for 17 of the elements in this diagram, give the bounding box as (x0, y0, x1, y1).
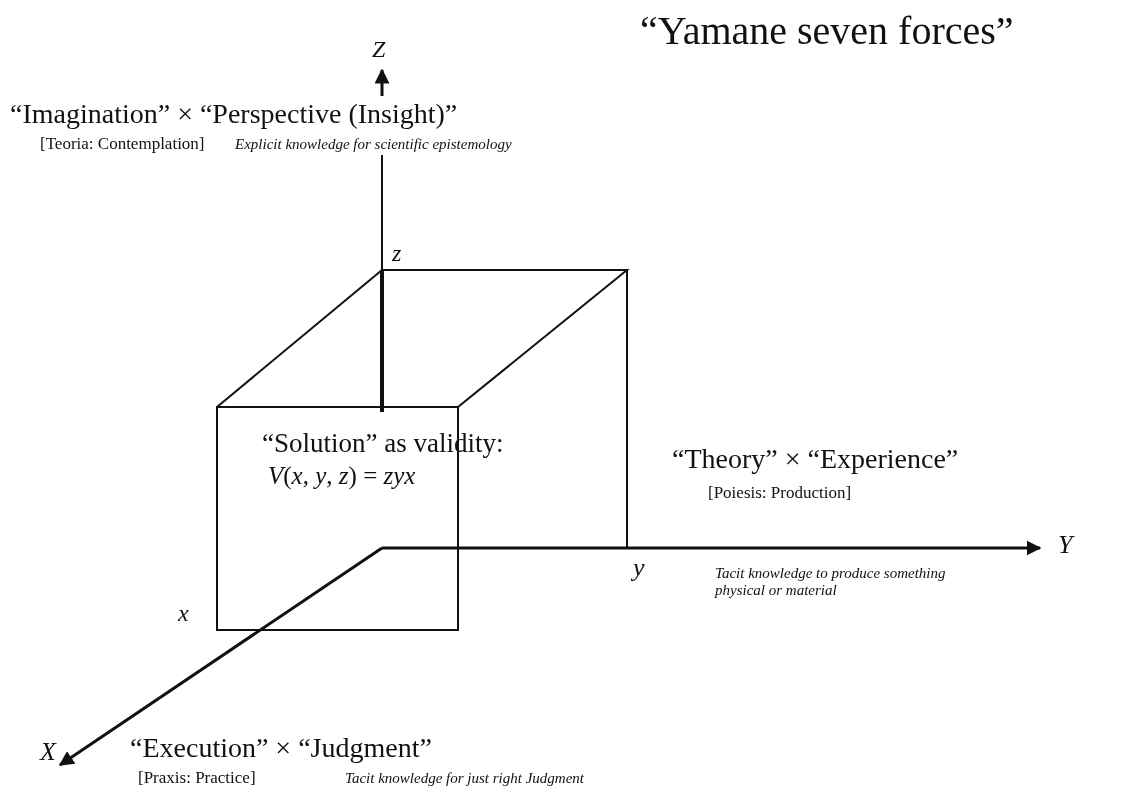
corner-label: y (633, 553, 645, 583)
axis-heading: “Theory” × “Experience” (672, 443, 959, 476)
axis-note: Tacit knowledge for just right Judgment (345, 770, 585, 788)
axis-name: Z (372, 36, 386, 64)
diagram-title: “Yamane seven forces” (640, 8, 1014, 54)
formula: V(x, y, z) = zyx (268, 462, 416, 491)
axis-heading: “Imagination” × “Perspective (Insight)” (10, 98, 458, 131)
axis-heading: “Execution” × “Judgment” (130, 732, 432, 765)
corner-label: z (392, 240, 402, 268)
axis-note: Explicit knowledge for scientific epistemology (235, 136, 512, 154)
axis-subheading: [Praxis: Practice] (138, 768, 256, 788)
axis-note: Tacit knowledge to produce something physical or material (715, 565, 947, 600)
axis-name: Y (1058, 530, 1073, 560)
axis-subheading: [Poiesis: Production] (708, 483, 852, 503)
axis-name: X (40, 737, 56, 767)
corner-label: x (178, 600, 189, 628)
axis-subheading: [Teoria: Contemplation] (40, 134, 205, 154)
